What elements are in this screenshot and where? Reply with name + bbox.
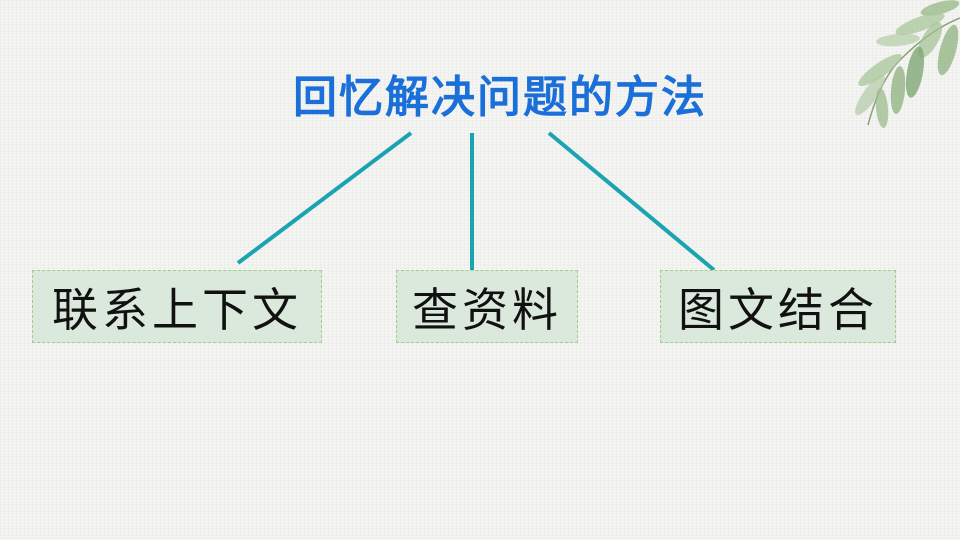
connector-left — [236, 131, 413, 265]
branch-label: 查资料 — [412, 282, 562, 337]
branch-label: 图文结合 — [678, 282, 878, 337]
branch-box-image-text: 图文结合 — [660, 270, 896, 343]
diagram-title: 回忆解决问题的方法 — [293, 72, 707, 123]
branch-box-research: 查资料 — [396, 270, 578, 343]
branch-label: 联系上下文 — [52, 282, 302, 337]
connector-right — [547, 131, 716, 272]
leaf-branch-icon — [855, 0, 960, 128]
branch-box-context: 联系上下文 — [32, 270, 322, 343]
